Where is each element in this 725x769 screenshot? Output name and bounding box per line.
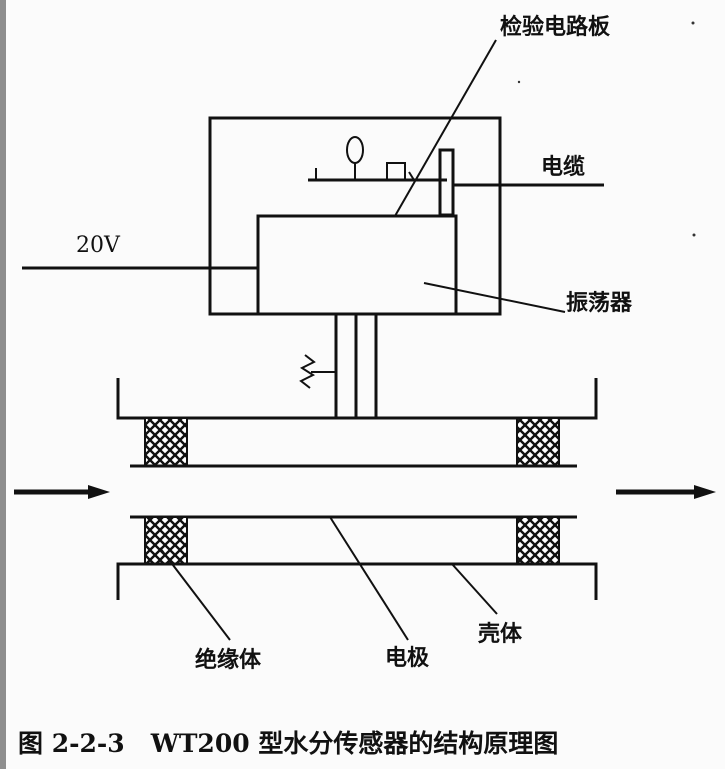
label-voltage: 20V — [76, 233, 121, 258]
figure-caption: 图 2-2-3 WT200 型水分传感器的结构原理图 — [18, 729, 558, 758]
board-connector — [438, 148, 455, 217]
ground-symbol — [299, 354, 316, 389]
label-oscillator: 振荡器 — [566, 290, 633, 316]
insulator-bottom-right — [516, 516, 560, 565]
test-board-leader — [394, 39, 497, 217]
speck — [517, 80, 521, 84]
chip-lead — [408, 171, 415, 181]
insulator-top-right — [516, 417, 560, 467]
oscillator-leader — [423, 282, 566, 313]
insulator-top-left — [144, 417, 188, 467]
housing-bottom — [116, 562, 598, 600]
speck — [692, 233, 696, 237]
scan-edge — [0, 0, 6, 769]
housing-top — [116, 378, 598, 420]
inlet-arrowhead — [88, 485, 110, 499]
outlet-arrowhead — [694, 485, 716, 499]
label-cable: 电缆 — [541, 154, 585, 180]
label-housing: 壳体 — [477, 622, 523, 647]
label-electrode: 电极 — [385, 646, 430, 671]
label-test-board: 检验电路板 — [500, 14, 611, 40]
label-insulator: 绝缘体 — [195, 647, 262, 673]
oscillator-block — [256, 214, 458, 316]
electrode-leader — [329, 516, 409, 641]
speck — [691, 21, 695, 25]
housing-leader — [451, 563, 498, 615]
insulator-leader — [159, 547, 231, 641]
board-component-capacitor — [346, 136, 364, 164]
board-component-chip — [386, 162, 406, 181]
